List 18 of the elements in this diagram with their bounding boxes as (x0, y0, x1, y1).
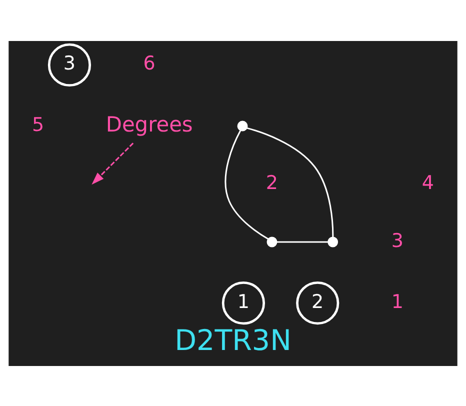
node-circle: 3 (48, 42, 92, 86)
node-circle (266, 236, 278, 247)
arrow (92, 142, 134, 184)
connector (224, 130, 269, 240)
connector (276, 240, 328, 242)
label: 3 (391, 229, 404, 252)
node-text: Degrees (106, 112, 193, 136)
label: 1 (391, 290, 404, 312)
label: 4 (422, 171, 434, 194)
label: 6 (143, 52, 156, 74)
node-circle: 2 (296, 281, 340, 324)
connector (246, 126, 334, 237)
node-circle (328, 236, 338, 247)
label: 5 (32, 113, 44, 136)
diagram-title: D2TR3N (174, 323, 292, 356)
label: 2 (266, 171, 278, 194)
node-circle (237, 120, 248, 131)
node-circle: 1 (222, 281, 266, 324)
